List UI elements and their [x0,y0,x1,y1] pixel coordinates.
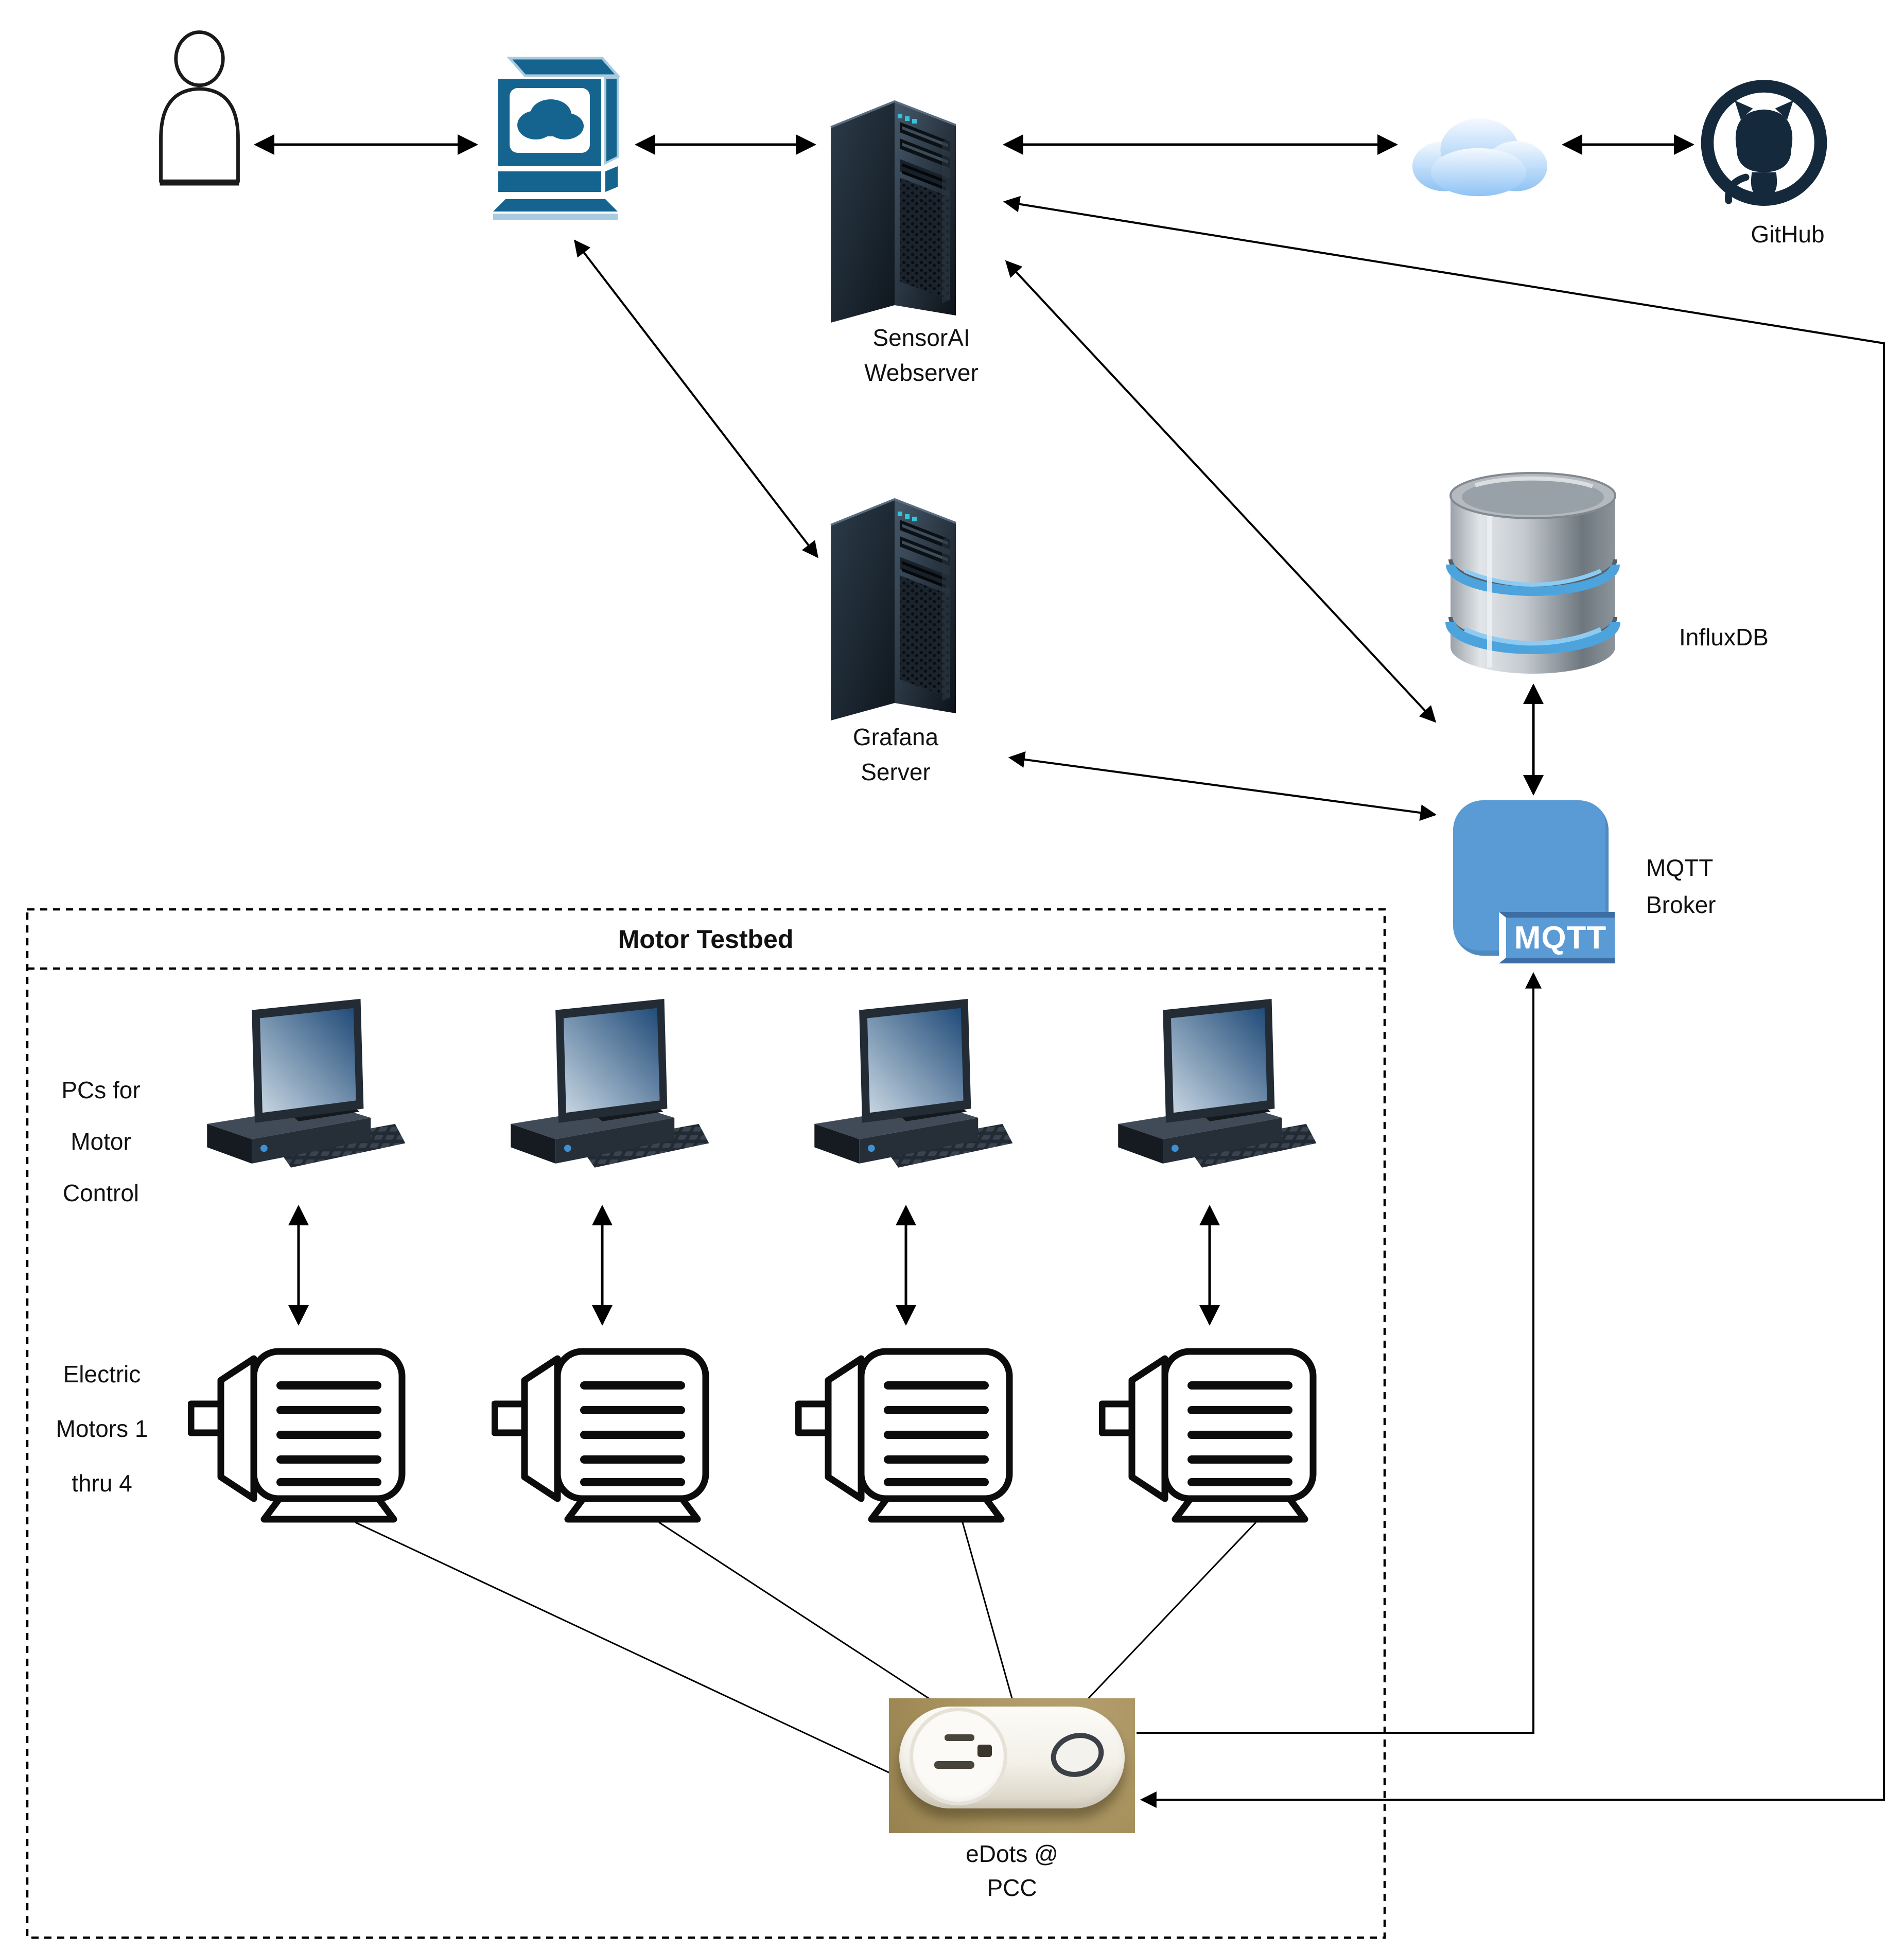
edge-motor4-edots [1084,1521,1257,1703]
influxdb-icon [1445,472,1620,674]
vent-grid [900,575,950,698]
edge-motor3-edots [962,1522,1014,1702]
motor-icon-2 [492,1348,709,1523]
motors-label-line3: thru 4 [72,1470,132,1497]
power-leds [898,114,917,124]
motors-label-line1: Electric [63,1361,141,1387]
grafana-label-line1: Grafana [852,724,939,750]
edge-webserver-influxdb [1005,260,1437,723]
edge-terminal-grafana [574,239,818,558]
motor-testbed-title: Motor Testbed [618,925,794,954]
mqtt-label-line1: MQTT [1646,854,1714,881]
motor-icon-3 [795,1348,1013,1523]
pc-icon-3 [814,998,1013,1168]
grafana-server-label: Grafana Server [853,719,938,789]
edge-motor1-edots [355,1521,893,1775]
pcs-for-motor-control-label: PCs for Motor Control [61,1064,140,1219]
mqtt-label-line2: Broker [1646,891,1716,918]
sensorai-webserver-label: SensorAI Webserver [864,320,979,390]
sensorai-webserver-label-line1: SensorAI [872,324,970,351]
github-icon [1701,80,1827,206]
vent-grid [900,178,950,300]
edots-pcc-label: eDots @ PCC [966,1837,1058,1905]
outlet-slot-bottom [934,1761,974,1769]
grafana-label-line2: Server [861,759,931,785]
outlet-hole [977,1745,992,1757]
smart-plug-body [899,1707,1125,1808]
sensorai-webserver-label-line2: Webserver [864,359,979,386]
edge-webserver-edots [1003,196,1885,1808]
power-leds [898,512,917,521]
pc-icon-2 [511,998,709,1168]
cloud-glyph [517,99,584,139]
smart-plug-button [1045,1727,1109,1783]
mqtt-broker-label: MQTT Broker [1646,849,1716,923]
pc-icon-1 [207,998,406,1168]
cloud-icon [1412,118,1548,197]
motor-icon-4 [1099,1348,1317,1523]
terminal-monitor [498,57,621,192]
edots-photo [889,1698,1135,1833]
drive-bays [900,520,950,566]
edots-label-line1: eDots @ [966,1840,1058,1867]
server-icon-grafana [830,498,956,720]
edge-edots-mqtt [1137,972,1542,1734]
pcs-label-line1: PCs for [61,1077,141,1103]
pcs-label-line2: Motor [71,1128,131,1155]
pcs-label-line3: Control [62,1180,139,1206]
server-icon-webserver [830,100,956,323]
edge-grafana-influxdb [1008,751,1437,821]
github-label: GitHub [1751,221,1825,248]
browser-terminal-icon [493,57,621,220]
motor-testbed-box [26,908,1386,1939]
drive-bays [900,122,950,168]
motor-icon-1 [188,1348,406,1523]
edots-label-line2: PCC [987,1874,1037,1901]
edge-motor2-edots [658,1521,935,1703]
pc-icon-4 [1118,998,1317,1168]
mqtt-badge: MQTT [1499,912,1615,963]
smart-plug-outlet [910,1708,1007,1805]
influxdb-label: InfluxDB [1679,624,1769,651]
outlet-slot-top [945,1734,974,1741]
terminal-keyboard [493,199,618,220]
motors-label-line2: Motors 1 [56,1415,148,1442]
electric-motors-label: Electric Motors 1 thru 4 [56,1347,148,1510]
person-icon [159,30,240,186]
